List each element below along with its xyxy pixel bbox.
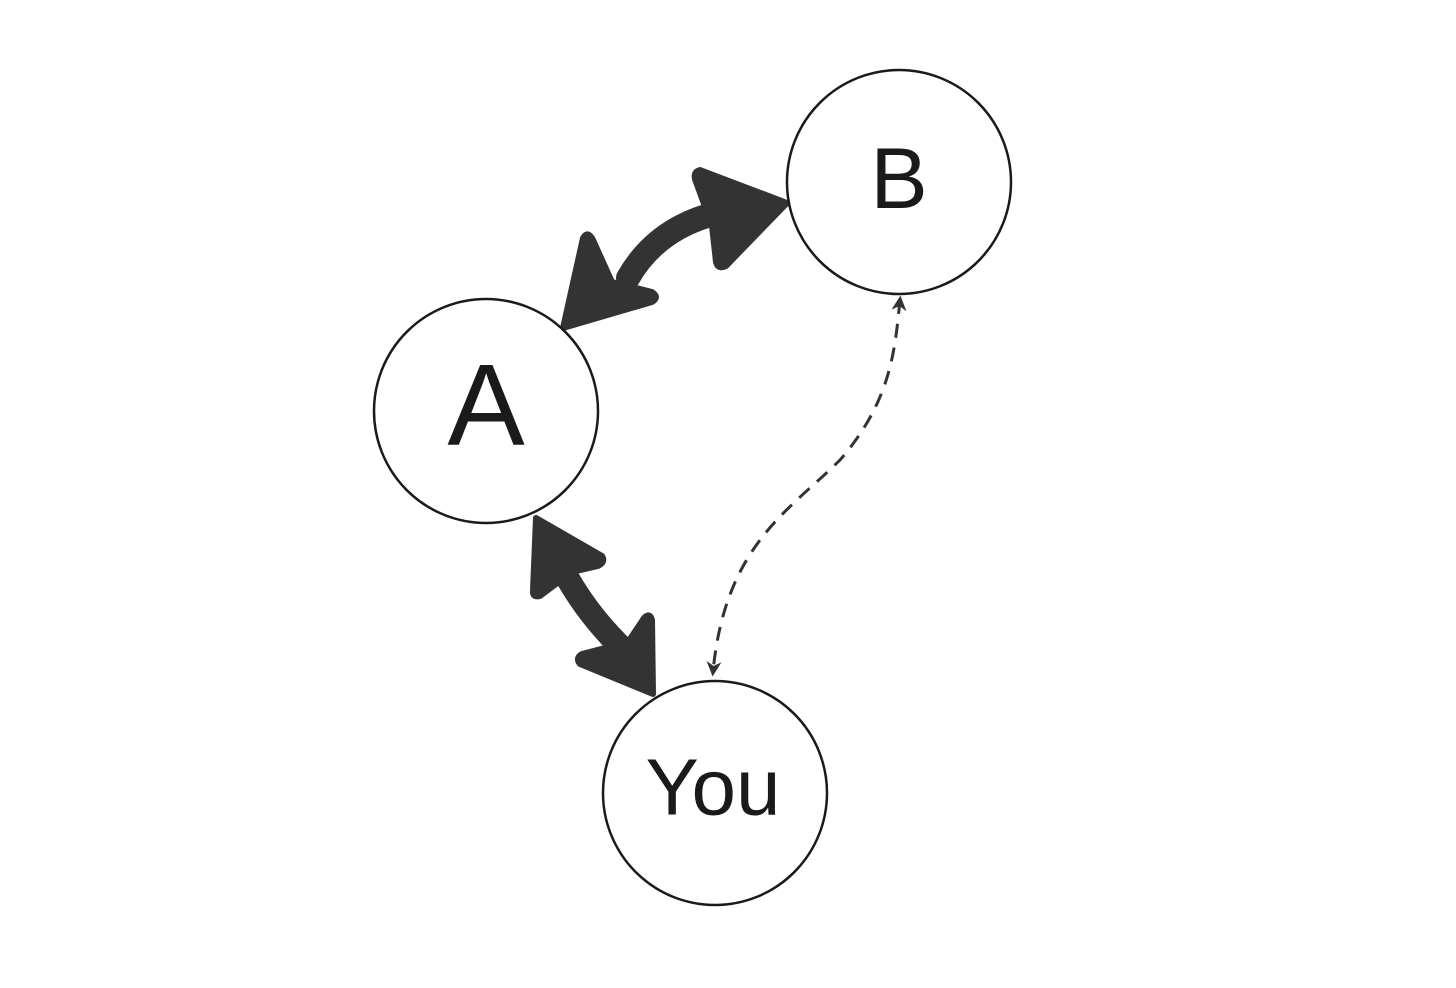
node-you-label: You: [646, 743, 781, 832]
node-b-label: B: [870, 131, 927, 227]
edge-a-b: [560, 167, 790, 331]
edge-a-you-shaft: [550, 556, 634, 660]
edge-a-you: [529, 515, 656, 697]
node-a: A: [372, 297, 600, 525]
node-a-label: A: [447, 340, 525, 470]
arrowhead-a-b-at-b: [691, 167, 790, 271]
node-a-circle: [372, 297, 600, 525]
node-you-circle: [601, 679, 829, 907]
arrowhead-a-you-at-you: [574, 612, 656, 697]
edge-b-you-dashed: [706, 295, 907, 677]
node-b: B: [785, 68, 1013, 296]
node-you: You: [601, 679, 829, 907]
arrowhead-a-b-at-a: [560, 231, 659, 331]
arrowhead-a-you-at-a: [529, 515, 607, 600]
node-b-circle: [785, 68, 1013, 296]
